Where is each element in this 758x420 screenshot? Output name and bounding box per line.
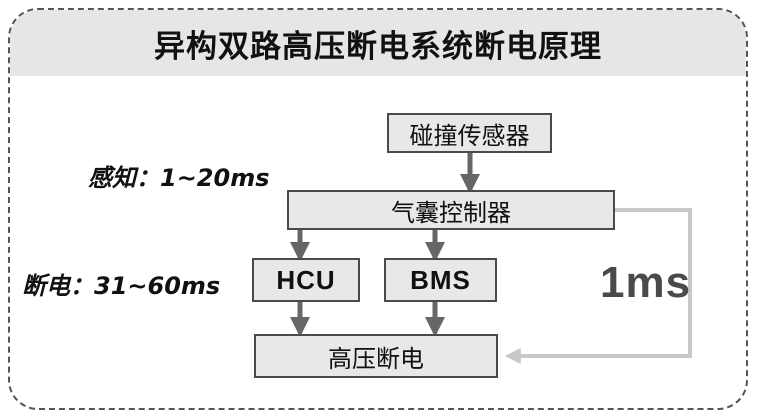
node-bms: BMS [384,258,497,302]
diagram-title: 异构双路高压断电系统断电原理 [154,28,602,65]
label-direct-time: 1ms [600,258,692,307]
node-airbag-controller-label: 气囊控制器 [391,198,511,227]
node-hv-cutoff: 高压断电 [254,334,498,378]
node-hv-cutoff-label: 高压断电 [328,344,424,373]
node-bms-label: BMS [410,264,471,295]
node-airbag-controller: 气囊控制器 [287,190,615,230]
node-collision-sensor: 碰撞传感器 [387,113,552,153]
node-collision-sensor-label: 碰撞传感器 [409,121,530,150]
node-hcu: HCU [252,258,360,302]
arrow-bypass-direct [504,208,692,364]
label-sense-time: 感知：1~20ms [88,164,270,192]
node-hcu-label: HCU [276,264,336,295]
title-band: 异构双路高压断电系统断电原理 [10,10,746,76]
label-cutoff-time: 断电：31~60ms [22,272,221,300]
